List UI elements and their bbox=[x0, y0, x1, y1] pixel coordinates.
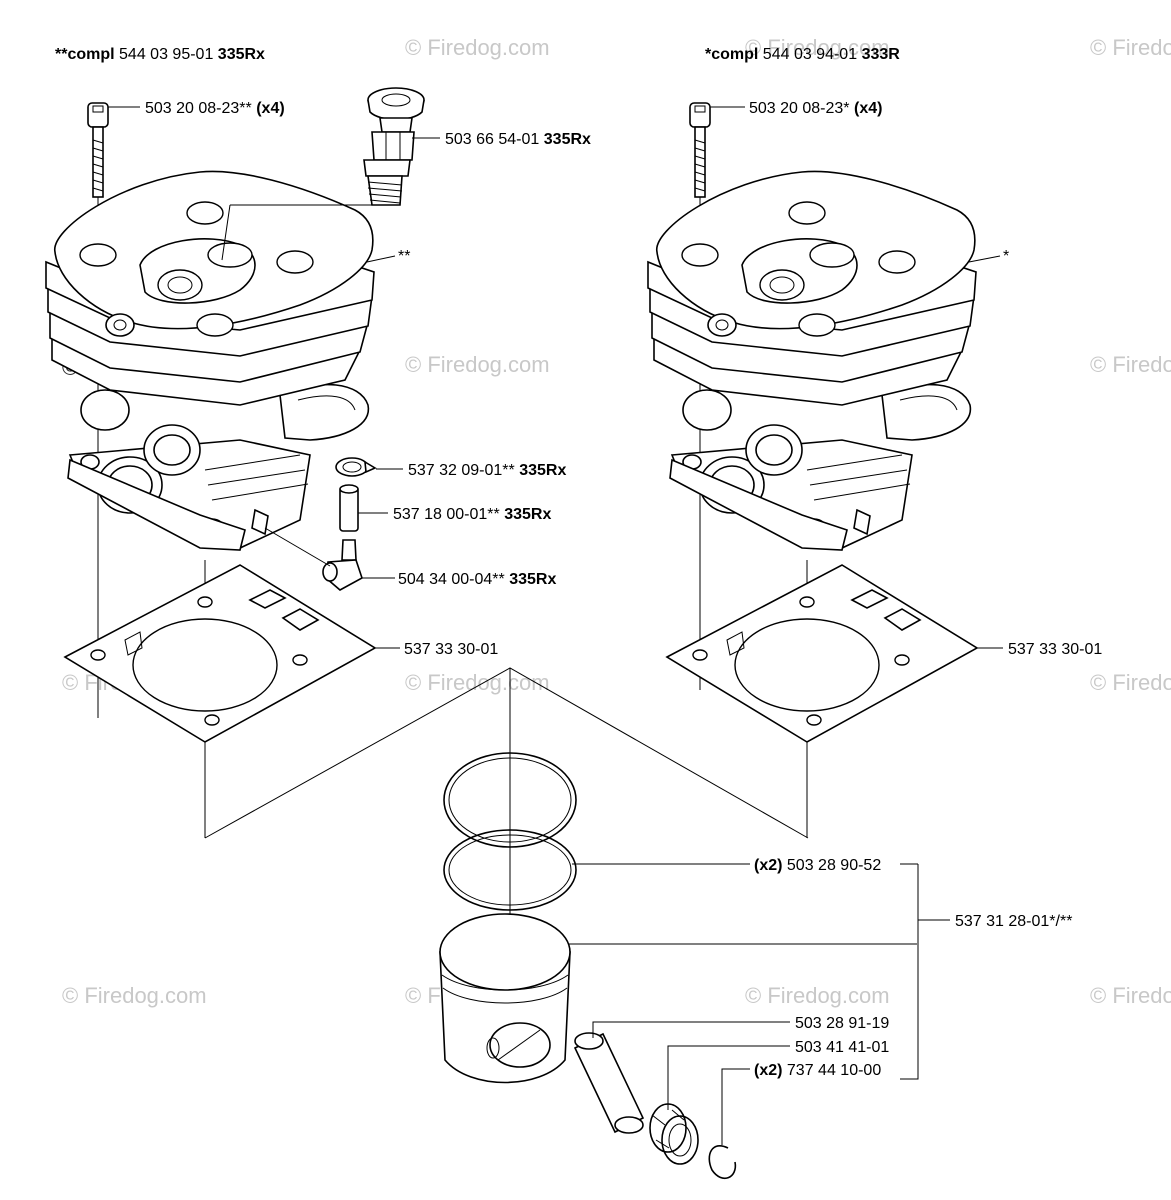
callout-valve: 503 66 54-01 335Rx bbox=[445, 131, 591, 148]
piston-icon bbox=[439, 913, 571, 1084]
watermark-text: © Firedog.com bbox=[1090, 983, 1171, 1008]
callout-cylinder-right: * bbox=[1003, 248, 1009, 265]
cylinder-icon bbox=[647, 170, 977, 551]
callout-nipple: 504 34 00-04** 335Rx bbox=[398, 571, 556, 588]
watermark-text: © Firedog.com bbox=[745, 983, 890, 1008]
watermark-text: © Firedog.com bbox=[62, 983, 207, 1008]
watermark-text: © Firedog.com bbox=[1090, 35, 1171, 60]
hose-icon bbox=[339, 484, 359, 532]
callout-bearing: 503 41 41-01 bbox=[795, 1039, 889, 1056]
callout-clip: 537 32 09-01** 335Rx bbox=[408, 462, 566, 479]
watermark-text: © Firedog.com bbox=[405, 35, 550, 60]
nipple-icon bbox=[322, 539, 363, 591]
left-callouts: 503 20 08-23** (x4) 503 66 54-01 335Rx *… bbox=[108, 100, 591, 658]
piston-group bbox=[439, 752, 737, 1180]
callout-piston-kit: 537 31 28-01*/** bbox=[955, 913, 1072, 930]
bolt-icon bbox=[87, 102, 109, 198]
callout-rings: (x2) 503 28 90-52 bbox=[754, 857, 881, 874]
circlip-icon bbox=[708, 1145, 737, 1180]
header-right: *compl 544 03 94-01 333R bbox=[705, 46, 900, 63]
cylinder-icon bbox=[45, 170, 375, 551]
piston-callouts: (x2) 503 28 90-52 537 31 28-01*/** 503 2… bbox=[568, 857, 1072, 1145]
gasket-icon bbox=[64, 564, 376, 743]
watermark-text: © Firedog.com bbox=[1090, 352, 1171, 377]
left-assembly bbox=[45, 87, 425, 838]
needle-bearing-icon bbox=[649, 1103, 699, 1165]
hose-clip-icon bbox=[335, 457, 377, 477]
bolt-icon bbox=[689, 102, 711, 198]
right-callouts: 503 20 08-23* (x4) * 537 33 30-01 bbox=[710, 100, 1102, 658]
callout-circlip: (x2) 737 44 10-00 bbox=[754, 1062, 881, 1079]
piston-ring-icon bbox=[443, 752, 577, 848]
callout-cylinder-left: ** bbox=[398, 248, 410, 265]
gasket-icon bbox=[666, 564, 978, 743]
watermark-text: © Firedog.com bbox=[405, 352, 550, 377]
right-assembly bbox=[647, 102, 978, 838]
piston-ring-icon bbox=[443, 829, 577, 911]
watermark-text: © Firedog.com bbox=[405, 670, 550, 695]
callout-pin: 503 28 91-19 bbox=[795, 1015, 889, 1032]
callout-hose: 537 18 00-01** 335Rx bbox=[393, 506, 551, 523]
header-left: **compl 544 03 95-01 335Rx bbox=[55, 46, 265, 63]
watermark-text: © Firedog.com bbox=[745, 35, 890, 60]
watermark-text: © Firedog.com bbox=[1090, 670, 1171, 695]
callout-gasket-left: 537 33 30-01 bbox=[404, 641, 498, 658]
callout-bolt-right: 503 20 08-23* (x4) bbox=[749, 100, 882, 117]
decompression-valve-icon bbox=[363, 87, 425, 206]
piston-pin-icon bbox=[573, 1032, 645, 1134]
callout-bolt-left: 503 20 08-23** (x4) bbox=[145, 100, 285, 117]
callout-gasket-right: 537 33 30-01 bbox=[1008, 641, 1102, 658]
